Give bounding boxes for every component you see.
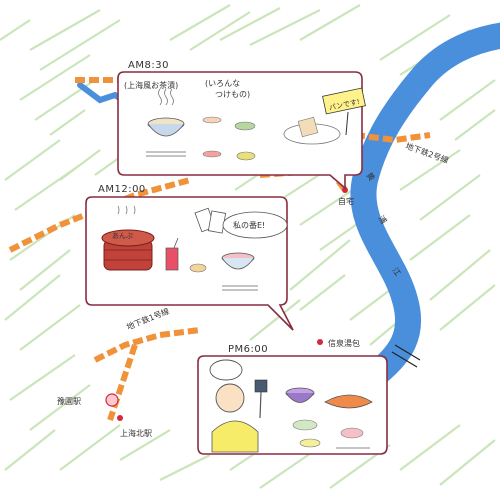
metro-line-1: 地下鉄1号線 bbox=[125, 306, 171, 332]
breakfast-panel bbox=[117, 71, 366, 190]
place-shanghai-station: 上海北駅 bbox=[120, 428, 152, 438]
speech-bubble bbox=[222, 211, 288, 239]
chef-body-icon bbox=[211, 420, 259, 453]
dinner-panel bbox=[197, 355, 388, 455]
dinner-time: PM6:00 bbox=[228, 344, 268, 355]
river-label-char: 江 bbox=[390, 266, 402, 278]
lunch-panel bbox=[85, 196, 294, 331]
xinjiang-marker bbox=[317, 339, 323, 345]
pickle-dish-icon bbox=[202, 116, 222, 124]
river-bridge bbox=[394, 344, 421, 361]
place-xinjiang: 信泉湯包 bbox=[328, 338, 360, 348]
yuyuan-marker bbox=[105, 393, 119, 407]
shanghai-station-marker bbox=[117, 415, 123, 421]
side-dish-icon bbox=[292, 419, 318, 431]
metro-line-2: 地下鉄2号線 bbox=[404, 140, 450, 165]
lunch-time: AM12:00 bbox=[98, 184, 146, 195]
bread-icon bbox=[297, 116, 319, 138]
rice-bowl-icon bbox=[340, 427, 364, 439]
breakfast-side-dish-2: つけもの) bbox=[215, 90, 250, 99]
place-home: 自宅 bbox=[338, 196, 354, 206]
place-markers bbox=[105, 187, 348, 421]
chef-hat-icon bbox=[209, 359, 243, 381]
fish-dish-icon bbox=[324, 394, 373, 409]
chef-face-icon bbox=[215, 383, 245, 413]
side-dish-icon bbox=[299, 438, 321, 448]
pickle-dish-icon bbox=[234, 121, 256, 131]
grass-texture bbox=[0, 4, 496, 489]
pickle-dish-icon bbox=[202, 150, 222, 158]
home-marker bbox=[342, 187, 348, 193]
dumpling-icon bbox=[189, 263, 207, 273]
steamer-label: あんぷ bbox=[112, 232, 133, 240]
pickle-dish-icon bbox=[236, 151, 256, 161]
speech-bubble-text: 私の番E! bbox=[233, 220, 265, 230]
place-yuyuan: 豫園駅 bbox=[57, 396, 81, 406]
chopsticks-icon bbox=[146, 151, 186, 157]
bread-sign-icon bbox=[322, 87, 366, 115]
breakfast-time: AM8:30 bbox=[128, 60, 169, 71]
breakfast-main-dish: (上海風お茶漬) bbox=[124, 80, 178, 90]
breakfast-side-dish: (いろんな bbox=[205, 79, 240, 88]
spatula-icon bbox=[254, 379, 268, 393]
drink-icon bbox=[165, 247, 179, 271]
